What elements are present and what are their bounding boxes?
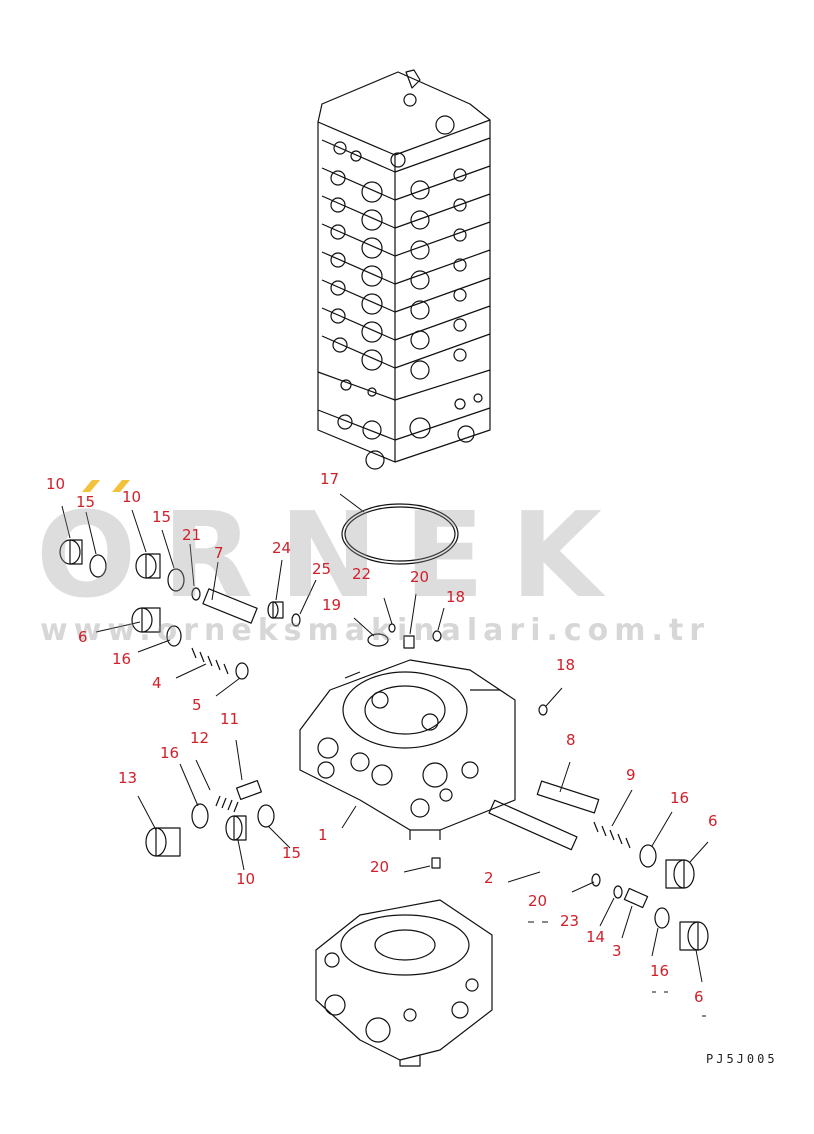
callout-23: 23 bbox=[560, 912, 580, 930]
callout-1: 1 bbox=[318, 826, 328, 844]
ring-23 bbox=[591, 873, 601, 887]
watermark-accent-marks bbox=[82, 480, 130, 492]
plug-10-lower bbox=[225, 815, 247, 841]
valve-end-section bbox=[315, 899, 493, 1067]
ball-18-right bbox=[538, 704, 548, 716]
o-ring-15-upper bbox=[167, 568, 185, 592]
callout-13: 13 bbox=[118, 769, 138, 787]
callout-20: 20 bbox=[410, 568, 430, 586]
spool-7 bbox=[202, 588, 258, 624]
callout-6: 6 bbox=[708, 812, 718, 830]
callout-12: 12 bbox=[190, 729, 210, 747]
valve-body-section bbox=[299, 659, 516, 840]
callout-22: 22 bbox=[352, 565, 372, 583]
plug-3 bbox=[623, 887, 649, 909]
callout-5: 5 bbox=[192, 696, 202, 714]
plug-6-right bbox=[665, 859, 695, 889]
callout-10: 10 bbox=[46, 475, 66, 493]
spool-8 bbox=[536, 780, 600, 814]
callout-18: 18 bbox=[556, 656, 576, 674]
callout-19: 19 bbox=[322, 596, 342, 614]
spring-4 bbox=[191, 647, 229, 675]
plug-20-top bbox=[403, 635, 415, 649]
o-ring-16-lower-left bbox=[191, 803, 209, 829]
disc-19 bbox=[367, 633, 389, 647]
callout-21: 21 bbox=[182, 526, 202, 544]
callout-15: 15 bbox=[152, 508, 172, 526]
plug-10-upper-left bbox=[59, 539, 83, 565]
callout-10: 10 bbox=[122, 488, 142, 506]
callout-16: 16 bbox=[160, 744, 180, 762]
callout-2: 2 bbox=[484, 869, 494, 887]
spring-9 bbox=[593, 821, 631, 849]
callout-16: 16 bbox=[650, 962, 670, 980]
plug-6-lower-right bbox=[679, 921, 709, 951]
callout-18: 18 bbox=[446, 588, 466, 606]
spring-12 bbox=[215, 795, 239, 813]
o-ring-16-lower-right bbox=[654, 907, 670, 929]
callout-6: 6 bbox=[78, 628, 88, 646]
watermark-url: www.orneksmakinalari.com.tr bbox=[40, 613, 711, 648]
callout-15: 15 bbox=[76, 493, 96, 511]
callout-7: 7 bbox=[214, 544, 224, 562]
plug-24 bbox=[267, 601, 284, 619]
o-ring-15-upper-left bbox=[89, 554, 107, 578]
callout-11: 11 bbox=[220, 710, 240, 728]
o-ring-17 bbox=[341, 503, 459, 565]
callout-17: 17 bbox=[320, 470, 340, 488]
ring-5 bbox=[235, 662, 249, 680]
o-ring-15-lower bbox=[257, 804, 275, 828]
spool-2 bbox=[488, 799, 578, 851]
plug-13 bbox=[145, 827, 181, 857]
callout-8: 8 bbox=[566, 731, 576, 749]
callout-25: 25 bbox=[312, 560, 332, 578]
callout-10: 10 bbox=[236, 870, 256, 888]
leader-lines bbox=[61, 493, 709, 983]
ball-18-top bbox=[432, 630, 442, 642]
plug-10-upper bbox=[135, 553, 161, 579]
callout-4: 4 bbox=[152, 674, 162, 692]
valve-stack-assembly bbox=[317, 69, 491, 470]
callout-15: 15 bbox=[282, 844, 302, 862]
watermark-brand: ORNEK bbox=[36, 486, 628, 624]
ring-14 bbox=[613, 885, 623, 899]
pin-11 bbox=[236, 779, 262, 801]
plug-20-bottom bbox=[431, 857, 441, 869]
callout-16: 16 bbox=[112, 650, 132, 668]
plug-6-left bbox=[131, 607, 161, 633]
callout-20: 20 bbox=[528, 892, 548, 910]
callout-9: 9 bbox=[626, 766, 636, 784]
o-ring-16-right bbox=[639, 844, 657, 868]
o-ring-25 bbox=[291, 613, 301, 627]
callout-24: 24 bbox=[272, 539, 292, 557]
o-ring-16-left bbox=[166, 625, 182, 647]
callout-6: 6 bbox=[694, 988, 704, 1006]
callout-16: 16 bbox=[670, 789, 690, 807]
callout-3: 3 bbox=[612, 942, 622, 960]
drawing-code: PJ5J005 bbox=[706, 1052, 778, 1066]
callout-20: 20 bbox=[370, 858, 390, 876]
callout-14: 14 bbox=[586, 928, 606, 946]
ring-21 bbox=[191, 587, 201, 601]
